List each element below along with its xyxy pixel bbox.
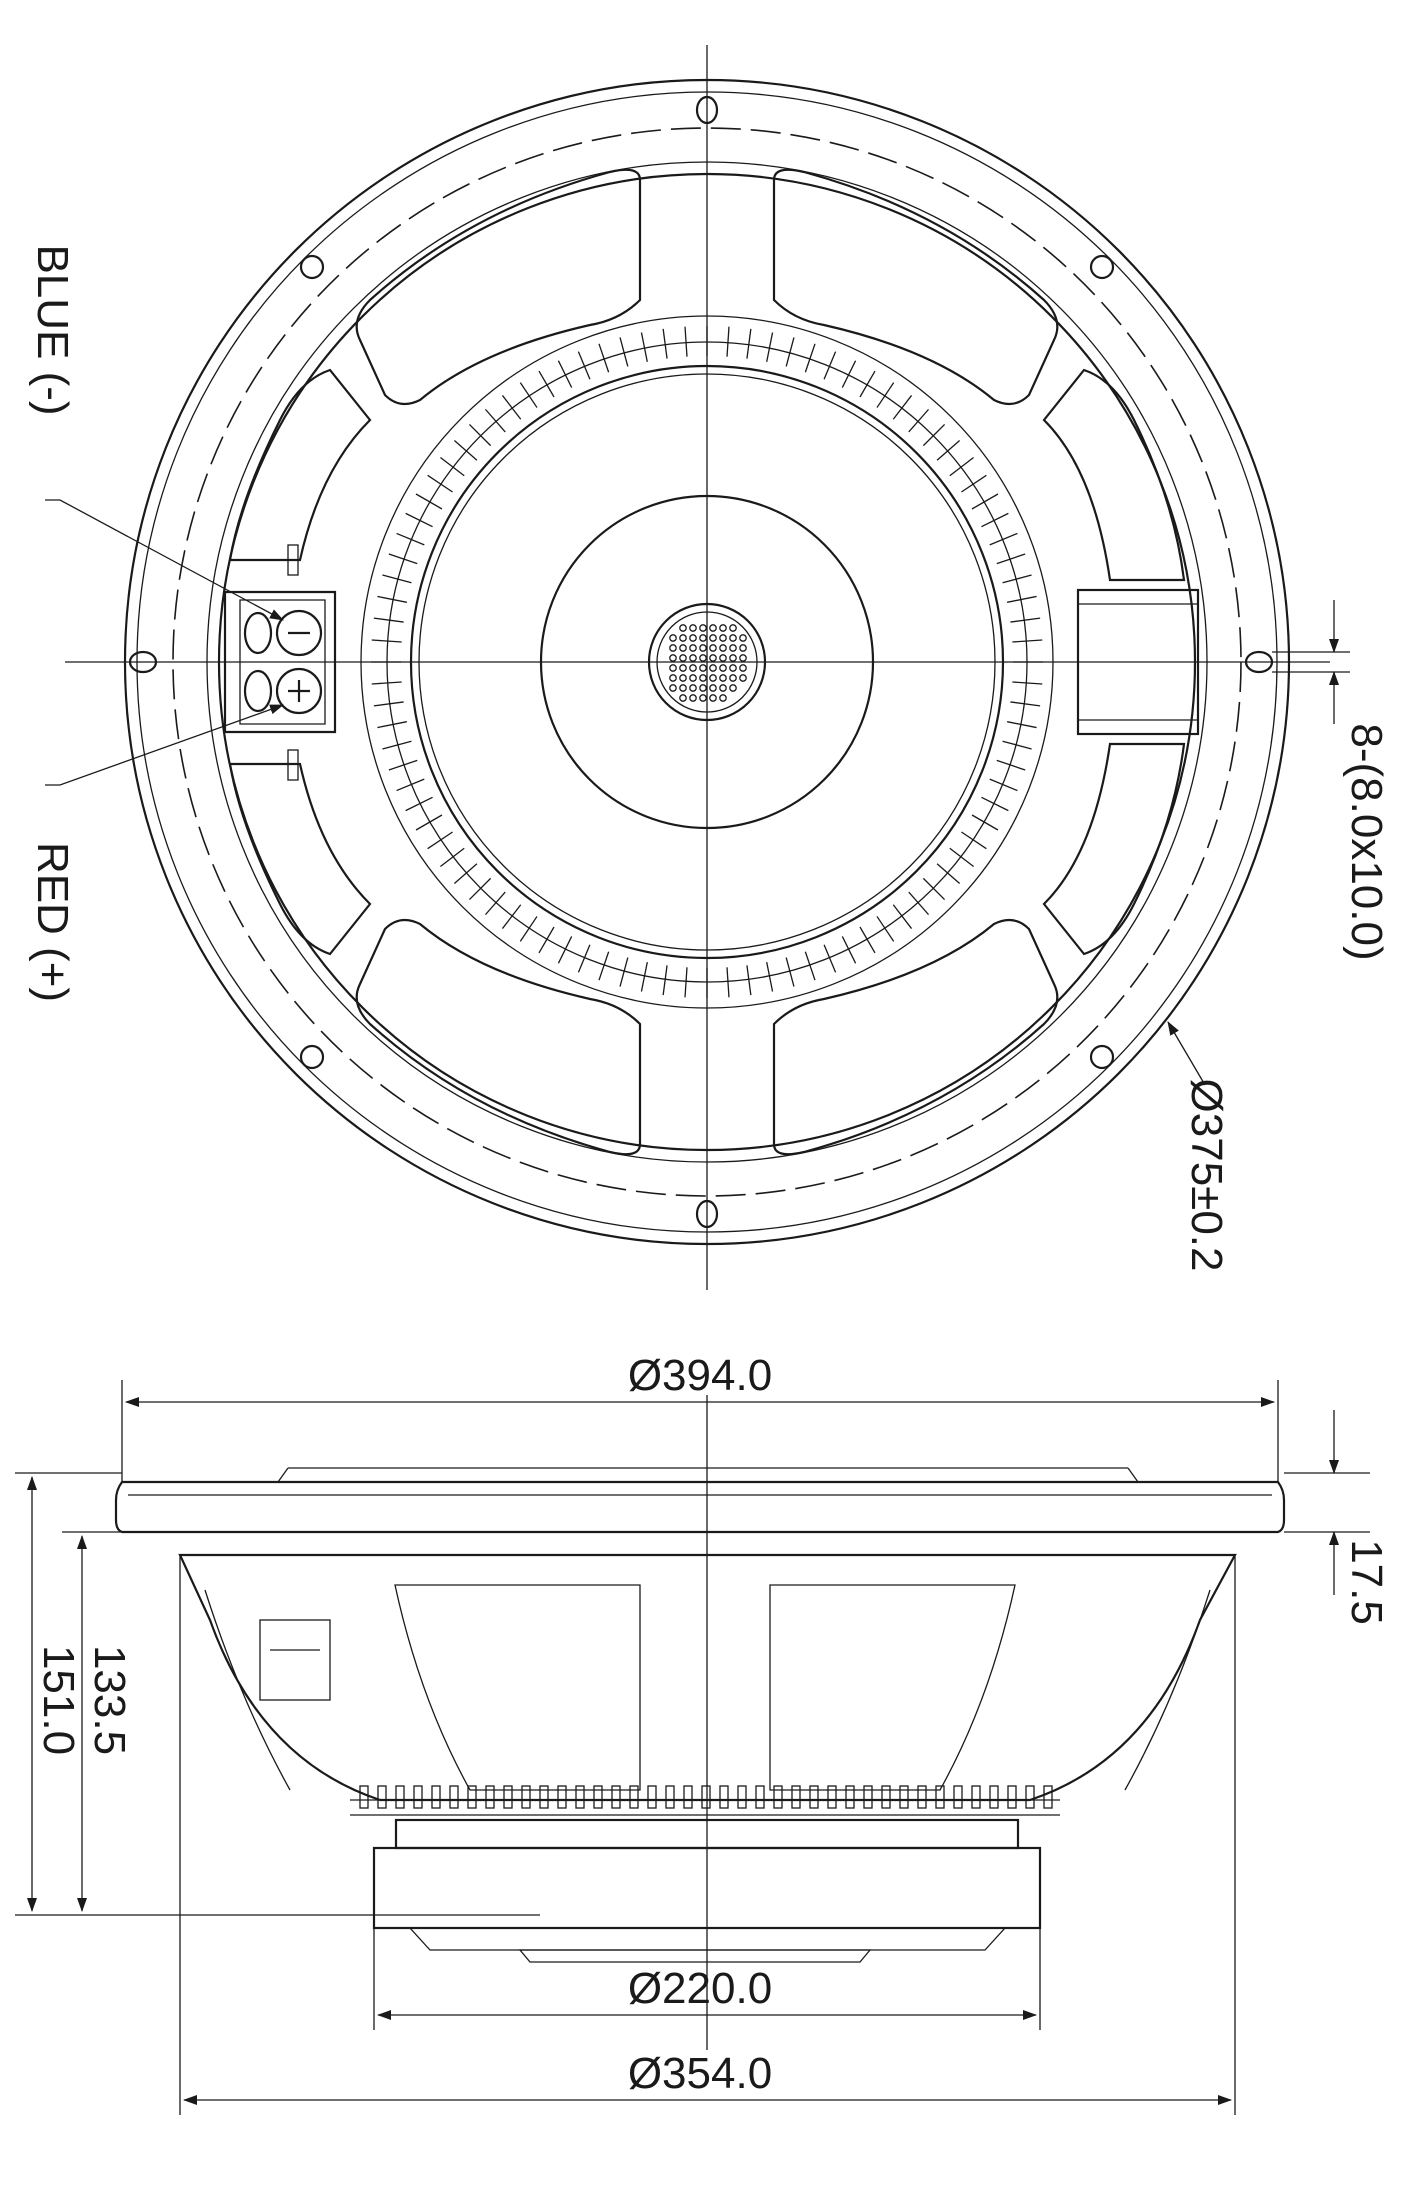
bolt-circle-leader — [1167, 1021, 1206, 1086]
bolt-circle-label: Ø375±0.2 — [1182, 1079, 1231, 1272]
front-view: BLUE (-) RED (+) 8-(8.0x10.0) Ø375±0.2 — [28, 45, 1391, 1290]
flange — [114, 1467, 1286, 1534]
mounting-hole-dimension — [1272, 600, 1350, 724]
side-cooling-fins — [350, 1785, 1060, 1816]
overall-diameter-label: Ø394.0 — [628, 1351, 772, 1400]
negative-terminal-screw — [275, 609, 323, 657]
basket-windows — [228, 168, 1186, 1156]
center-lines — [65, 45, 1330, 1290]
dimension-lines — [15, 1380, 1370, 2115]
side-terminal-block — [259, 1619, 331, 1701]
overall-depth-label: 151.0 — [34, 1645, 83, 1755]
magnet-diameter-label: Ø220.0 — [628, 1964, 772, 2013]
mounting-holes-label: 8-(8.0x10.0) — [1342, 723, 1391, 960]
baffle-cutout-label: Ø354.0 — [628, 2049, 772, 2098]
terminal-block — [223, 544, 337, 781]
terminal-leaders — [45, 499, 284, 786]
positive-terminal-screw — [275, 667, 323, 715]
blue-negative-label: BLUE (-) — [28, 244, 77, 415]
red-positive-label: RED (+) — [28, 842, 77, 1002]
side-view: Ø394.0 151.0 133.5 17.5 Ø220.0 Ø354.0 — [15, 1351, 1391, 2115]
flange-thickness-label: 17.5 — [1342, 1539, 1391, 1625]
depth-below-flange-label: 133.5 — [85, 1645, 134, 1755]
